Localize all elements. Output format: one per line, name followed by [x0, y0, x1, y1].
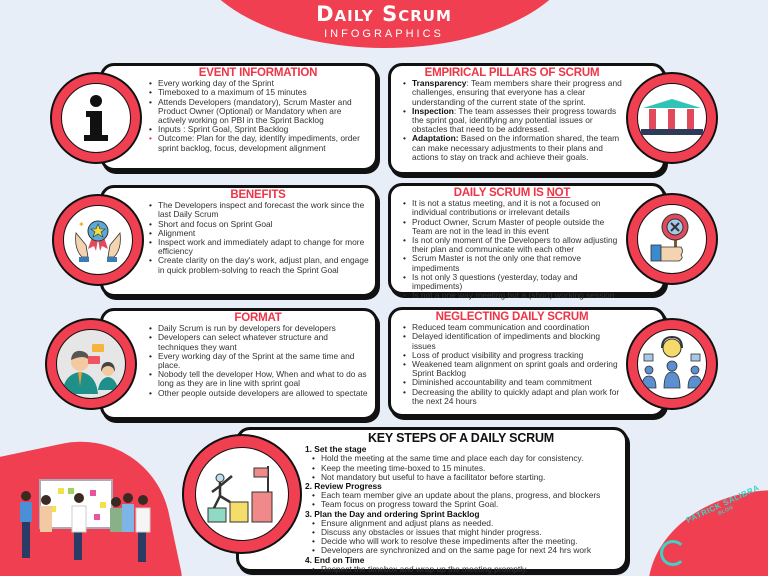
neglecting-title: NEGLECTING DAILY SCRUM — [435, 311, 589, 323]
neglecting-daily-scrum-card: NEGLECTING DAILY SCRUM Reduced team comm… — [388, 307, 666, 417]
list-item: Developers can select whatever structure… — [147, 333, 369, 352]
empirical-pillars-title: EMPIRICAL PILLARS OF SCRUM — [424, 67, 600, 79]
pillars-icon — [641, 99, 703, 135]
daily-scrum-is-not-title: DAILY SCRUM IS NOT — [453, 187, 571, 199]
list-item: Is not only 3 questions (yesterday, toda… — [401, 272, 623, 291]
list-item: Every working day of the Sprint at the s… — [147, 351, 369, 370]
step-heading: 4. End on Time — [305, 554, 365, 565]
team-chat-icon — [62, 344, 118, 394]
award-hands-icon: ✦ — [75, 220, 121, 262]
list-item: Hold the meeting at the same time and pl… — [305, 454, 617, 464]
info-icon-badge — [50, 72, 142, 164]
reject-sign-icon — [650, 213, 689, 262]
list-item: Daily Scrum is run by developers for dev… — [147, 323, 369, 333]
page-title: Daily Scrum — [316, 2, 452, 26]
list-item: Respect the timebox and wrap up the meet… — [305, 564, 617, 574]
list-item: Decreasing the ability to quickly adapt … — [401, 387, 623, 406]
list-item: Every working day of the Sprint — [147, 78, 369, 88]
format-title: FORMAT — [234, 312, 282, 324]
empirical-pillars-card: EMPIRICAL PILLARS OF SCRUM Transparency:… — [388, 63, 666, 175]
page-subtitle: INFOGRAPHICS — [324, 28, 444, 40]
neglecting-icon-badge — [626, 318, 718, 410]
list-item: Scrum Master is not the only one that re… — [401, 254, 623, 273]
disengaged-team-icon — [641, 336, 703, 389]
not-icon-badge — [626, 193, 718, 285]
list-item: Weakened team alignment on sprint goals … — [401, 359, 623, 378]
list-item: Timeboxed to a maximum of 15 minutes — [147, 88, 369, 98]
list-item: Transparency: Team members share their p… — [401, 79, 623, 107]
brand-logo-icon — [660, 540, 686, 566]
step-heading: 3. Plan the Day and ordering Sprint Back… — [305, 508, 480, 519]
list-item: Short and focus on Sprint Goal — [147, 219, 369, 229]
list-item: Is not a one way meeting but a (short) w… — [401, 291, 623, 301]
list-item: Discuss any obstacles or issues that mig… — [305, 527, 617, 537]
list-item: It is not a status meeting, and it is no… — [401, 198, 623, 217]
list-item: The Developers inspect and forecast the … — [147, 200, 369, 219]
list-item: Each team member give an update about th… — [305, 491, 617, 501]
step-heading: 2. Review Progress — [305, 481, 382, 492]
team-board-illustration — [20, 479, 151, 562]
list-item: Nobody tell the developer How, When and … — [147, 370, 369, 389]
list-item: Other people outside developers are allo… — [147, 388, 369, 398]
event-information-title: EVENT INFORMATION — [198, 67, 318, 79]
key-steps-title: KEY STEPS OF A DAILY SCRUM — [367, 431, 555, 445]
benefits-title: BENEFITS — [230, 189, 286, 201]
list-item: Product Owner, Scrum Master of people ou… — [401, 217, 623, 236]
list-item: Create clarity on the day's work, adjust… — [147, 256, 369, 275]
list-item: Developers are synchronized and on the s… — [305, 546, 617, 556]
benefits-card: BENEFITS The Developers inspect and fore… — [100, 185, 378, 297]
list-item: Outcome: Plan for the day, identify impe… — [147, 134, 369, 153]
info-icon — [84, 95, 108, 141]
pillars-icon-badge — [626, 72, 718, 164]
climbing-steps-flag-icon — [207, 466, 273, 523]
list-item: Inspection: The team assesses their prog… — [401, 106, 623, 135]
list-item: Keep the meeting time-boxed to 15 minute… — [305, 463, 617, 473]
list-item: Inspect work and immediately adapt to ch… — [147, 237, 369, 256]
daily-scrum-is-not-card: DAILY SCRUM IS NOT It is not a status me… — [388, 183, 666, 301]
event-information-card: EVENT INFORMATION Every working day of t… — [100, 63, 378, 171]
list-item: Diminished accountability and team commi… — [401, 378, 623, 388]
step-heading: 1. Set the stage — [305, 444, 367, 455]
list-item: Reduced team communication and coordinat… — [401, 322, 623, 332]
list-item: Is not only moment of the Developers to … — [401, 235, 623, 254]
list-item: Inputs : Sprint Goal, Sprint Backlog — [147, 125, 369, 135]
key-steps-icon-badge — [182, 434, 302, 554]
list-item: Team focus on progress toward the Sprint… — [305, 500, 617, 510]
list-item: Adaptation: Based on the information sha… — [401, 134, 623, 162]
list-item: Delayed identification of impediments an… — [401, 332, 623, 351]
list-item: Attends Developers (mandatory), Scrum Ma… — [147, 97, 369, 126]
list-item: Alignment — [147, 228, 369, 238]
list-item: Not mandatory but useful to have a facil… — [305, 472, 617, 482]
benefits-icon-badge: ✦ — [52, 194, 144, 286]
list-item: Loss of product visibility and progress … — [401, 350, 623, 360]
list-item: Ensure alignment and adjust plans as nee… — [305, 518, 617, 528]
format-icon-badge — [45, 318, 137, 410]
format-card: FORMAT Daily Scrum is run by developers … — [100, 308, 378, 420]
svg-text:✦: ✦ — [78, 220, 85, 229]
list-item: Decide who will work to resolve these im… — [305, 537, 617, 547]
